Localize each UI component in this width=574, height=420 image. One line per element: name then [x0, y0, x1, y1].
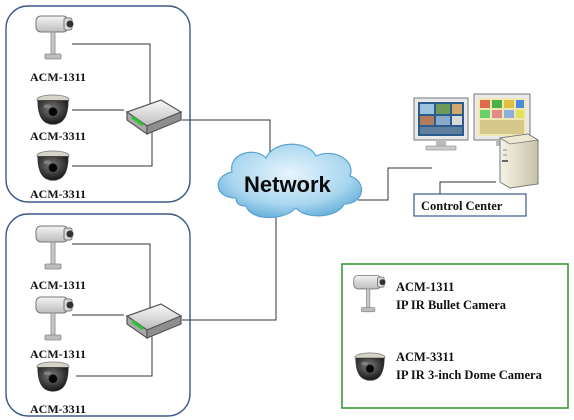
dome-camera-icon	[36, 361, 70, 392]
legend-description: IP IR 3-inch Dome Camera	[396, 368, 543, 382]
monitor-icon	[473, 93, 531, 146]
network-switch-icon	[125, 302, 183, 340]
bullet-camera-icon	[35, 225, 74, 270]
pc-tower-icon	[498, 133, 540, 189]
link-switch2-network	[182, 208, 277, 321]
control-center-box: Control Center	[413, 193, 527, 217]
legend-description: IP IR Bullet Camera	[396, 298, 507, 312]
network-label: Network	[244, 172, 332, 197]
camera-group-2-frame	[5, 213, 191, 417]
legend: ACM-1311 IP IR Bullet Camera ACM-3311 IP…	[341, 263, 569, 409]
legend-model: ACM-1311	[396, 280, 454, 294]
camera-label: ACM-3311	[30, 129, 86, 143]
link-control-pc	[439, 181, 496, 196]
control-center-label: Control Center	[421, 199, 503, 213]
link-network-control	[358, 167, 432, 201]
connection-lines	[72, 43, 496, 377]
link-cam6-switch2	[76, 332, 153, 377]
link-cam1-switch1	[72, 43, 151, 110]
bullet-camera-icon	[35, 296, 74, 341]
camera-label: ACM-1311	[30, 347, 86, 361]
bullet-camera-icon	[35, 15, 74, 60]
link-cam3-switch1	[72, 128, 153, 167]
camera-label: ACM-3311	[30, 187, 86, 201]
network-cloud: Network	[217, 143, 362, 219]
network-switch-icon	[125, 98, 183, 136]
camera-label: ACM-1311	[30, 70, 86, 84]
camera-label: ACM-3311	[30, 402, 86, 416]
control-center-computers	[413, 93, 540, 189]
camera-label: ACM-1311	[30, 278, 86, 292]
legend-model: ACM-3311	[396, 350, 454, 364]
link-switch1-network	[182, 119, 271, 156]
dome-camera-icon	[36, 150, 70, 181]
link-cam4-switch2	[72, 243, 151, 308]
monitor-icon	[413, 97, 469, 151]
dome-camera-icon	[36, 94, 70, 125]
camera-group-1-frame	[5, 5, 191, 203]
